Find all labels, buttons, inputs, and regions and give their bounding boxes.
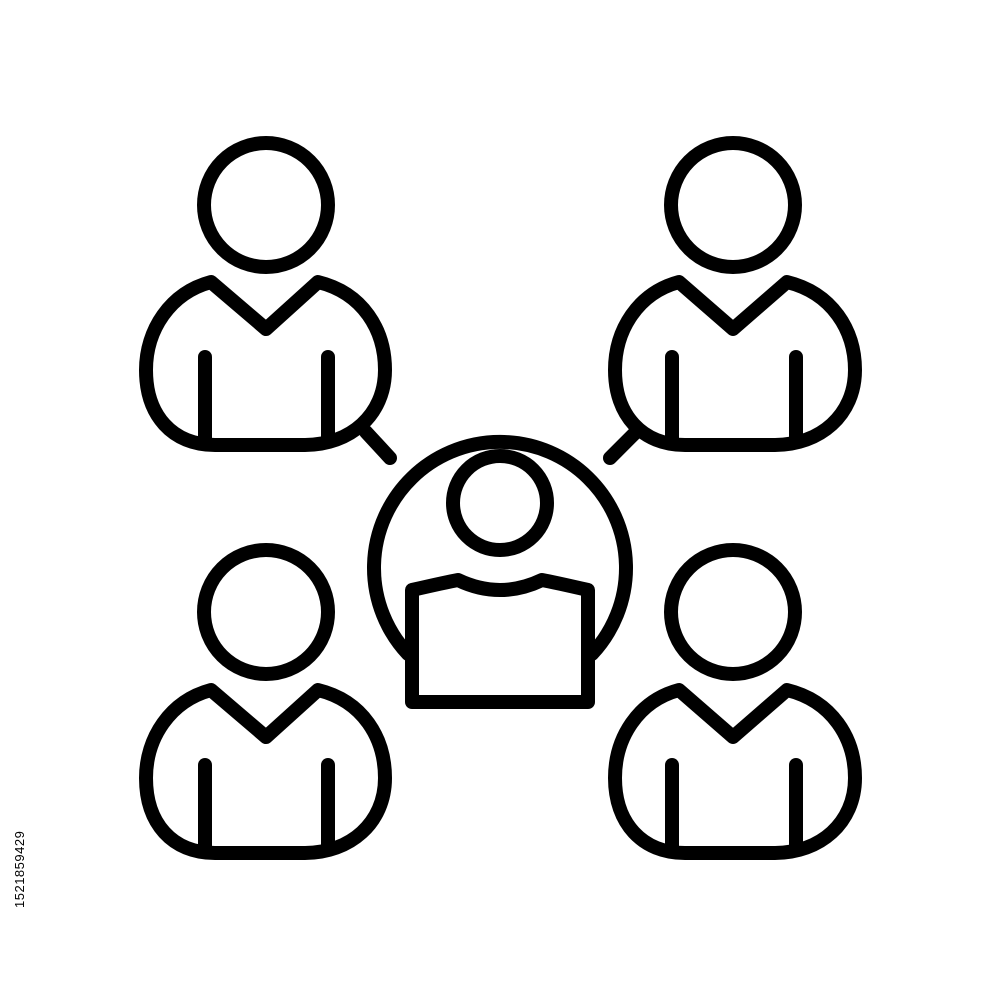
person-icon-top-left [139,136,392,452]
person-icon-bottom-left [139,543,392,860]
connector-line-right [603,425,643,465]
stock-id-text: 1521859429 [12,830,27,908]
connector-line-left [359,425,397,465]
person-icon-top-right [608,136,862,452]
person-icon-bottom-right [608,543,862,860]
center-person-icon [367,434,633,709]
